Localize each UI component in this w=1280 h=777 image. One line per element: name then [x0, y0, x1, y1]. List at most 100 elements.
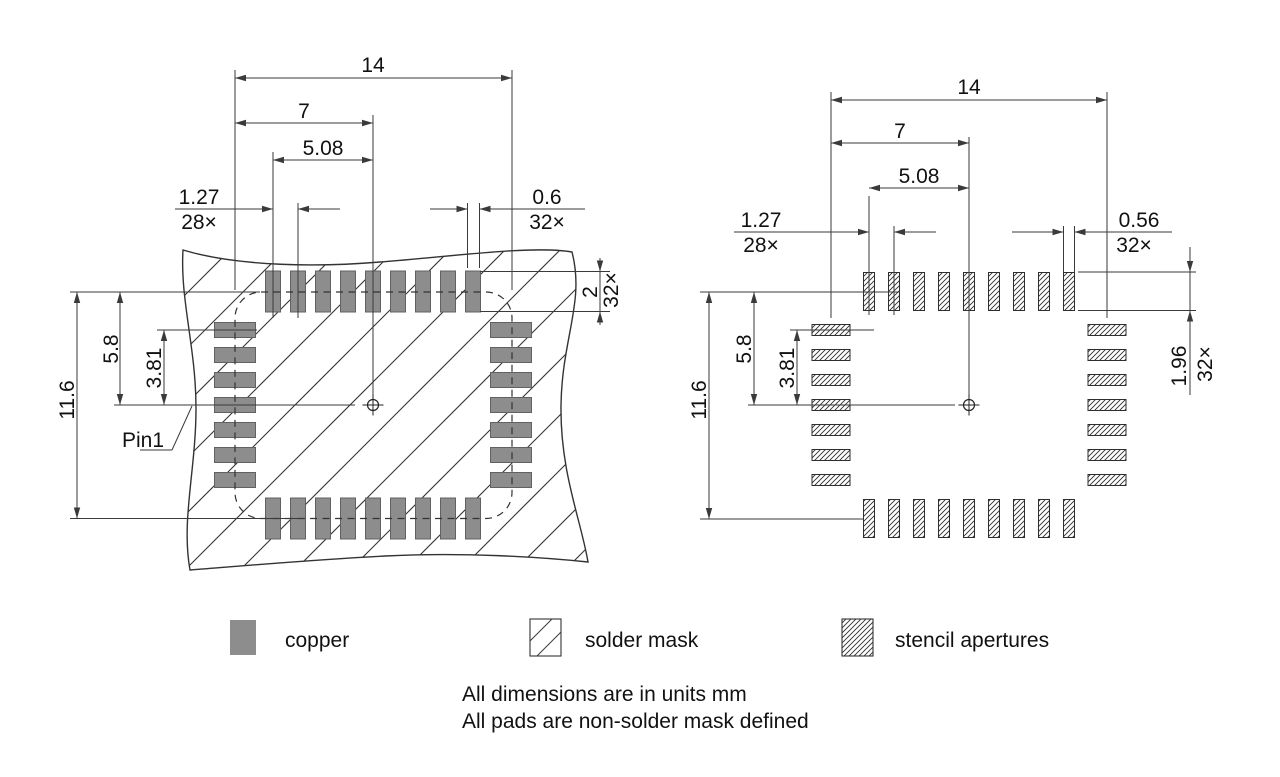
- stencil-aperture: [988, 272, 1000, 311]
- note-units: All dimensions are in units mm: [462, 683, 747, 706]
- hatch-line: [182, 249, 306, 570]
- copper-pad: [490, 447, 532, 463]
- legend-solder-label: solder mask: [585, 629, 699, 652]
- dimension-arrowhead: [273, 156, 284, 164]
- dim-aperture-length-count-label: 32×: [1194, 346, 1217, 382]
- dimension-arrowhead: [958, 139, 969, 147]
- stencil-aperture: [1038, 272, 1050, 311]
- hatch-line: [274, 249, 588, 570]
- dim-pad-length-label: 2: [579, 286, 602, 298]
- copper-swatch: [230, 620, 256, 655]
- dim-pad-length-count-label: 32×: [600, 272, 623, 308]
- stencil-aperture: [938, 499, 950, 538]
- dimension-arrowhead: [596, 311, 604, 323]
- dimension-arrowhead: [1052, 228, 1064, 236]
- dimension-arrowhead: [831, 96, 842, 104]
- stencil-aperture: [811, 424, 851, 436]
- stencil-aperture: [1087, 349, 1127, 361]
- dimension-lines: [70, 70, 1196, 520]
- dimension-arrowhead: [235, 119, 246, 127]
- dimension-arrowhead: [1096, 96, 1107, 104]
- dimension-arrowhead: [750, 292, 758, 303]
- dimension-line: [171, 405, 193, 451]
- stencil-aperture: [913, 272, 925, 311]
- copper-pad: [490, 397, 532, 413]
- stencil-aperture: [811, 374, 851, 386]
- stencil-aperture: [1087, 399, 1127, 411]
- dimension-arrowhead: [894, 228, 905, 236]
- stencil-aperture: [1038, 499, 1050, 538]
- dimension-arrowhead: [501, 74, 512, 82]
- stencil-aperture: [1087, 474, 1127, 486]
- dim-overall-height-label: 11.6: [688, 380, 711, 419]
- copper-pad: [490, 347, 532, 363]
- dim-overall-width-label: 14: [957, 76, 981, 99]
- dimension-arrowhead: [858, 228, 869, 236]
- dim-row-span-label: 5.08: [899, 165, 940, 188]
- dimension-arrowhead: [1074, 228, 1086, 236]
- dim-overall-height-label: 11.6: [56, 380, 79, 419]
- stencil-aperture: [811, 474, 851, 486]
- stencil-aperture: [811, 449, 851, 461]
- dim-col-half-span-label: 5.8: [100, 334, 123, 363]
- dim-pitch-label: 1.27: [179, 186, 220, 209]
- center-crosshair: [958, 394, 980, 416]
- dim-col-inner-span-label: 3.81: [776, 348, 799, 389]
- hatch-line: [439, 249, 588, 570]
- center-crosshair: [362, 394, 384, 416]
- notes: All dimensions are in units mm All pads …: [462, 683, 809, 733]
- stencil-aperture: [1013, 272, 1025, 311]
- dimension-arrowhead: [73, 507, 81, 519]
- dim-col-half-span-label: 5.8: [733, 334, 756, 363]
- copper-pad: [490, 472, 532, 488]
- dimension-arrowhead: [116, 394, 124, 405]
- dimension-arrowhead: [1186, 261, 1194, 272]
- dimension-arrowhead: [456, 205, 468, 213]
- stencil-aperture: [1063, 499, 1075, 538]
- dimension-arrowhead: [958, 184, 969, 192]
- dimension-arrowhead: [235, 74, 246, 82]
- hatch-line: [182, 249, 251, 570]
- dimension-arrowhead: [793, 330, 801, 341]
- dim-pitch-count-label: 28×: [743, 234, 779, 257]
- dimension-arrowhead: [479, 205, 491, 213]
- stencil-aperture: [913, 499, 925, 538]
- dimension-arrowhead: [596, 260, 604, 272]
- stencil-aperture: [1087, 449, 1127, 461]
- stencil-aperture: [1013, 499, 1025, 538]
- left-view-geometry: [181, 249, 589, 571]
- legend-stencil-label: stencil apertures: [895, 629, 1049, 652]
- hatch-line: [494, 249, 588, 570]
- stencil-aperture: [888, 499, 900, 538]
- dim-pitch-count-label: 28×: [181, 211, 217, 234]
- right-view-labels: 14 7 5.08 1.27 28× 0.56 32× 1.96 32× 5.8…: [688, 76, 1217, 420]
- stencil-swatch: [841, 618, 874, 657]
- solder-mask-swatch-hatch: [529, 618, 562, 657]
- dimension-arrowhead: [705, 292, 713, 303]
- dimension-arrowhead: [750, 394, 758, 405]
- stencil-aperture: [863, 499, 875, 538]
- dimension-arrowhead: [362, 156, 373, 164]
- stencil-aperture: [988, 499, 1000, 538]
- dimension-arrowhead: [869, 184, 880, 192]
- dimension-arrowhead: [793, 394, 801, 405]
- dim-pad-count-label: 32×: [529, 211, 565, 234]
- stencil-aperture: [938, 272, 950, 311]
- dimension-arrowhead: [362, 119, 373, 127]
- dim-aperture-count-label: 32×: [1116, 234, 1152, 257]
- note-mask-defined: All pads are non-solder mask defined: [462, 710, 809, 733]
- dim-overall-width-label: 14: [361, 54, 385, 77]
- dim-aperture-width-label: 0.56: [1119, 209, 1160, 232]
- dimension-arrowhead: [831, 139, 842, 147]
- dimension-arrowhead: [160, 330, 168, 341]
- dimension-arrowhead: [1186, 310, 1194, 322]
- dimension-arrowhead: [116, 292, 124, 303]
- dim-pitch-label: 1.27: [741, 209, 782, 232]
- dim-row-span-label: 5.08: [303, 137, 344, 160]
- dimension-arrowhead: [262, 205, 273, 213]
- dim-aperture-length-label: 1.96: [1168, 346, 1191, 387]
- dimension-arrowhead: [298, 205, 309, 213]
- dim-pad-width-label: 0.6: [532, 186, 561, 209]
